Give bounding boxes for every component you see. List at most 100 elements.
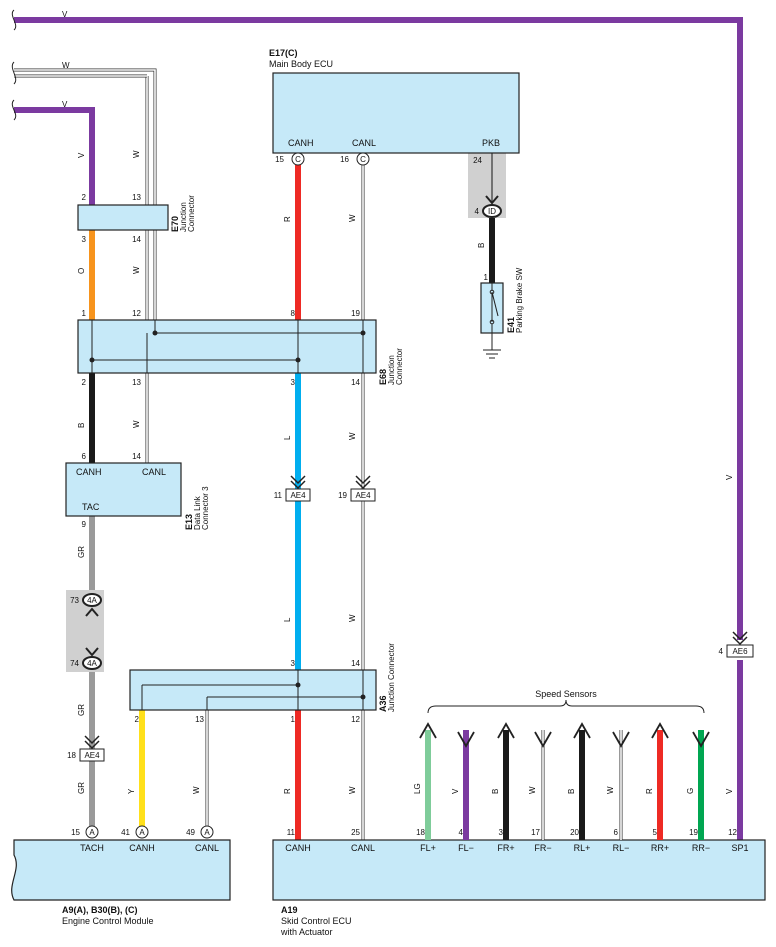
- svg-text:A: A: [204, 828, 210, 837]
- svg-text:4: 4: [719, 647, 724, 656]
- svg-text:AE6: AE6: [732, 647, 748, 656]
- svg-text:RL−: RL−: [613, 843, 630, 853]
- svg-text:17: 17: [531, 828, 540, 837]
- svg-text:1: 1: [291, 715, 296, 724]
- junction-e70-box: [77, 204, 169, 231]
- connector-c-canh: [291, 152, 305, 166]
- svg-text:19: 19: [689, 828, 698, 837]
- a36-name: Junction Connector: [387, 643, 396, 712]
- svg-text:RL+: RL+: [574, 843, 591, 853]
- svg-text:41: 41: [121, 828, 130, 837]
- svg-text:74: 74: [70, 659, 79, 668]
- svg-text:49: 49: [186, 828, 195, 837]
- svg-text:25: 25: [351, 828, 360, 837]
- svg-text:R: R: [645, 788, 654, 794]
- pin-e41-1: 1: [484, 273, 489, 282]
- svg-text:18: 18: [416, 828, 425, 837]
- svg-text:3: 3: [291, 659, 296, 668]
- svg-text:4: 4: [475, 207, 480, 216]
- svg-text:11: 11: [274, 491, 283, 500]
- svg-text:W: W: [132, 150, 141, 158]
- svg-text:B: B: [491, 789, 500, 794]
- svg-text:3: 3: [291, 378, 296, 387]
- svg-text:9: 9: [82, 520, 87, 529]
- svg-text:8: 8: [291, 309, 296, 318]
- svg-text:20: 20: [570, 828, 579, 837]
- junction-pin-numbers: 2 13 3 14 1 12 8 19 2 13 3 14 6 14 9 3 1…: [82, 193, 361, 724]
- svg-text:B: B: [567, 789, 576, 794]
- e41-name: Parking Brake SW: [515, 267, 524, 333]
- svg-text:FR−: FR−: [534, 843, 551, 853]
- svg-text:CANH: CANH: [129, 843, 155, 853]
- chevron-down-icon: [355, 475, 371, 490]
- arrow-down-icon: [612, 731, 630, 748]
- pin-16: 16: [340, 155, 349, 164]
- svg-text:V: V: [62, 10, 68, 19]
- svg-text:12: 12: [351, 715, 360, 724]
- pin-label-canl-top: CANL: [352, 138, 376, 148]
- connector-ae4-canh: [285, 488, 311, 502]
- svg-text:11: 11: [287, 828, 296, 837]
- speed-sensors-label: Speed Sensors: [535, 689, 597, 699]
- svg-text:2: 2: [82, 193, 87, 202]
- svg-text:V: V: [451, 788, 460, 794]
- connector-ae4-tach: [79, 748, 105, 762]
- arrow-down-icon: [534, 731, 552, 748]
- svg-text:13: 13: [195, 715, 204, 724]
- svg-text:C: C: [360, 155, 366, 164]
- dlc3-tac: TAC: [82, 502, 100, 512]
- svg-text:GR: GR: [77, 546, 86, 558]
- skid-pins: 11 CANH 25 CANL 18 FL+ 4 FL− 3 FR+ 17 FR…: [285, 828, 748, 853]
- chevron-up-icon: [85, 607, 99, 617]
- svg-text:O: O: [77, 268, 86, 274]
- svg-text:19: 19: [338, 491, 347, 500]
- svg-text:AE4: AE4: [84, 751, 100, 760]
- svg-text:2: 2: [135, 715, 140, 724]
- skid-ecu-name2: with Actuator: [280, 927, 333, 937]
- svg-text:GR: GR: [77, 782, 86, 794]
- ecm-pin-tach: A 15 TACH: [71, 825, 104, 853]
- svg-text:R: R: [283, 788, 292, 794]
- svg-text:6: 6: [614, 828, 619, 837]
- svg-text:AE4: AE4: [290, 491, 306, 500]
- svg-text:ID: ID: [488, 207, 496, 216]
- pin-label-canh-top: CANH: [288, 138, 314, 148]
- svg-text:CANH: CANH: [285, 843, 311, 853]
- dlc3-code: E13: [184, 514, 194, 530]
- svg-text:W: W: [62, 61, 70, 70]
- svg-text:RR+: RR+: [651, 843, 669, 853]
- wire-break-icon: [11, 9, 17, 31]
- a36-code: A36: [378, 695, 388, 712]
- svg-text:L: L: [283, 435, 292, 440]
- svg-text:LG: LG: [413, 783, 422, 794]
- skid-ecu-name1: Skid Control ECU: [281, 916, 352, 926]
- pin-label-pkb: PKB: [482, 138, 500, 148]
- svg-text:15: 15: [71, 828, 80, 837]
- e70-name2: Connector: [187, 195, 196, 232]
- svg-text:5: 5: [653, 828, 658, 837]
- pin-24: 24: [473, 156, 482, 165]
- svg-text:G: G: [686, 788, 695, 794]
- arrow-down-icon: [457, 731, 475, 748]
- svg-text:V: V: [77, 152, 86, 158]
- skid-ecu-code: A19: [281, 905, 298, 915]
- wire-v-left: [14, 107, 95, 205]
- connector-4a-bottom: [82, 656, 102, 670]
- svg-text:W: W: [528, 786, 537, 794]
- chevron-down-icon: [732, 631, 748, 646]
- svg-text:L: L: [283, 617, 292, 622]
- arrow-up-icon: [497, 722, 515, 739]
- connector-ae6: [726, 644, 754, 658]
- connector-4a-top: [82, 593, 102, 607]
- svg-text:CANL: CANL: [195, 843, 219, 853]
- svg-text:W: W: [348, 614, 357, 622]
- svg-text:14: 14: [351, 378, 360, 387]
- chevron-down-icon: [85, 647, 99, 657]
- connector-c-canl: [356, 152, 370, 166]
- speed-sensors-brace: [427, 699, 705, 714]
- arrow-down-icon: [692, 731, 710, 748]
- main-body-ecu-code: E17(C): [269, 48, 298, 58]
- svg-text:C: C: [295, 155, 301, 164]
- svg-text:GR: GR: [77, 704, 86, 716]
- wire-break-icon: [11, 99, 17, 121]
